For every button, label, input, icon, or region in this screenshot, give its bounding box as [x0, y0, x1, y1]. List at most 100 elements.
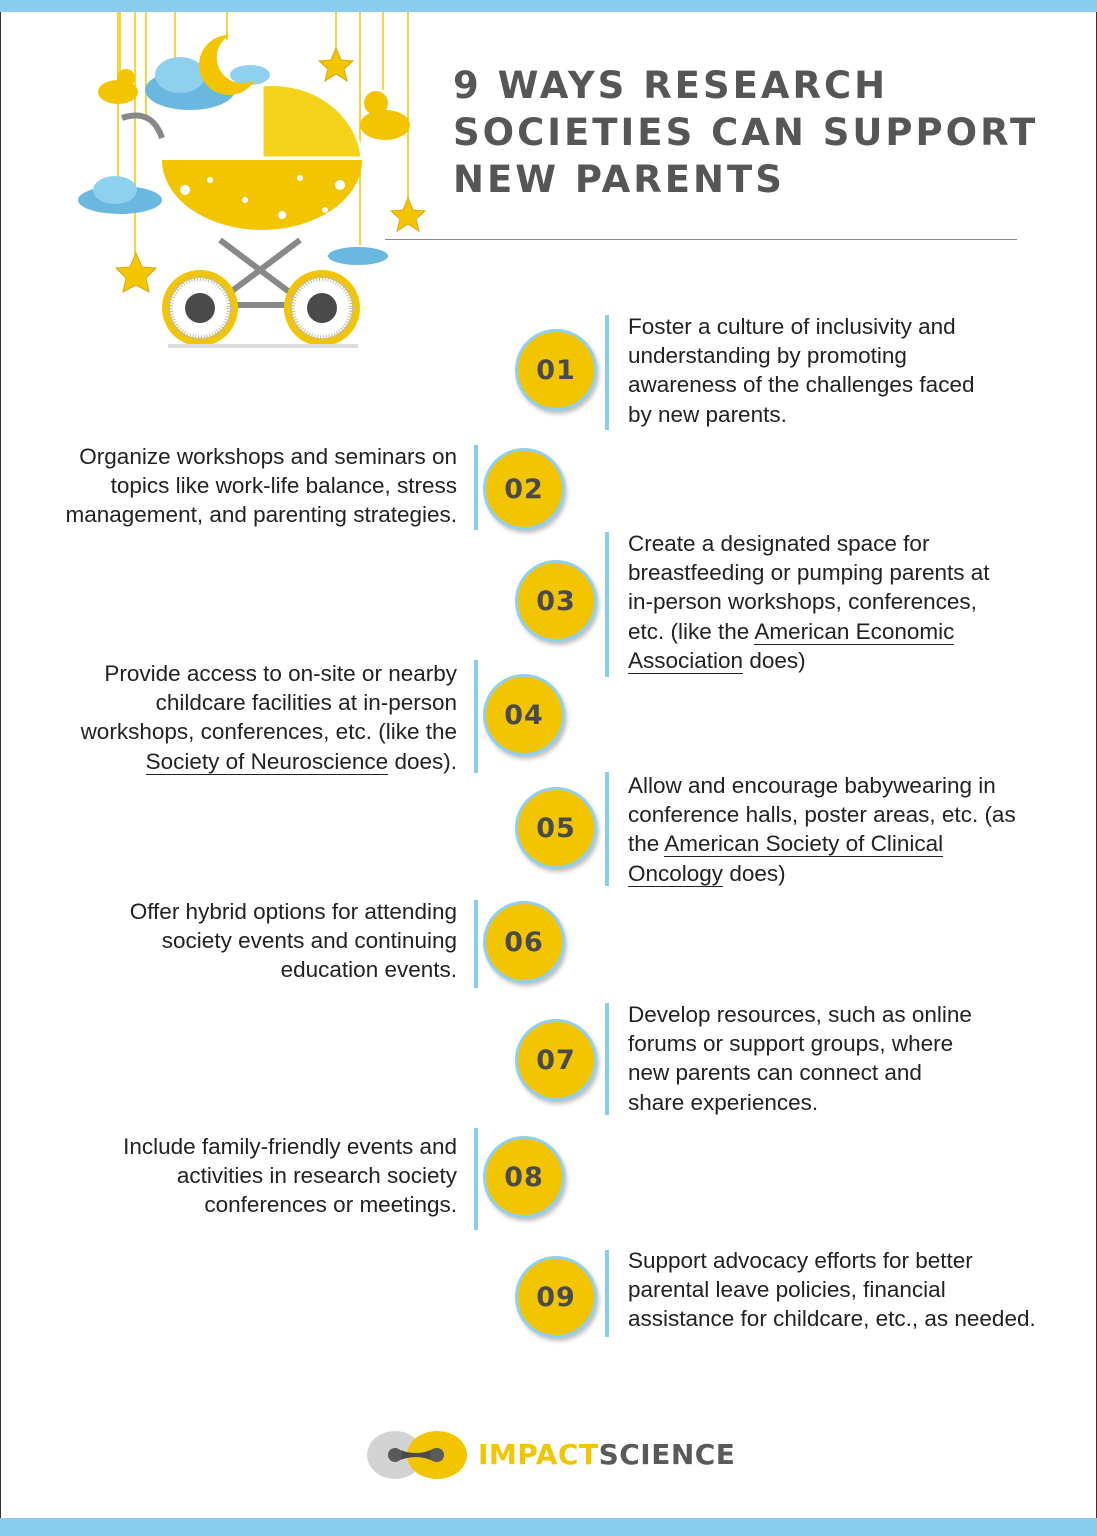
- step-text-line: society events and continuing: [130, 926, 457, 955]
- step-text-line: conferences or meetings.: [123, 1190, 457, 1219]
- text-segment: conferences or meetings.: [204, 1192, 457, 1218]
- step-text-line: Association does): [628, 646, 989, 675]
- reference-link[interactable]: American Economic: [754, 618, 955, 645]
- brand-science: SCIENCE: [598, 1438, 736, 1471]
- text-segment: breastfeeding or pumping parents at: [628, 560, 990, 586]
- connector-line: [605, 772, 609, 886]
- step-text-line: in-person workshops, conferences,: [628, 587, 989, 616]
- text-segment: workshops, conferences, etc. (like the: [80, 719, 457, 745]
- top-bar: [0, 0, 1097, 12]
- step-text-line: awareness of the challenges faced: [628, 370, 974, 399]
- step-text-line: forums or support groups, where: [628, 1029, 972, 1058]
- connector-line: [605, 1003, 609, 1115]
- step-number-badge: 03: [515, 560, 597, 642]
- step-text-line: the American Society of Clinical: [628, 829, 1016, 858]
- text-segment: share experiences.: [628, 1089, 819, 1115]
- text-segment: Offer hybrid options for attending: [129, 899, 457, 924]
- step-text-line: Provide access to on-site or nearby: [81, 659, 457, 688]
- text-segment: does).: [388, 748, 457, 774]
- step-text-line: by new parents.: [628, 400, 974, 429]
- connector-line: [474, 445, 478, 530]
- step-text-line: activities in research society: [123, 1161, 457, 1190]
- step-text-line: share experiences.: [628, 1088, 972, 1117]
- step-text-line: understanding by promoting: [628, 341, 974, 370]
- reference-link[interactable]: Association: [628, 647, 744, 674]
- step-text-line: conference halls, poster areas, etc. (as: [628, 800, 1016, 829]
- text-segment: society events and continuing: [161, 928, 457, 954]
- text-segment: parental leave policies, financial: [628, 1277, 946, 1303]
- step-text: Offer hybrid options for attending societ…: [130, 897, 457, 985]
- step-text-line: assistance for childcare, etc., as neede…: [628, 1304, 1036, 1333]
- step-text-line: Oncology does): [628, 859, 1016, 888]
- brand-name: IMPACTSCIENCE: [478, 1438, 735, 1471]
- impact-science-logo-icon: [367, 1431, 467, 1479]
- stroller-illustration: [78, 12, 427, 348]
- text-segment: Create a designated space for: [628, 531, 930, 556]
- step-text-line: Create a designated space for: [628, 529, 989, 558]
- step-text-line: Society of Neuroscience does).: [81, 747, 457, 776]
- step-number-badge: 09: [515, 1256, 597, 1338]
- step-text-line: Allow and encourage babywearing in: [628, 771, 1016, 800]
- step-number-badge: 04: [483, 674, 565, 756]
- reference-link[interactable]: Society of Neuroscience: [145, 748, 389, 775]
- text-segment: Support advocacy efforts for better: [628, 1248, 973, 1273]
- step-text-line: Foster a culture of inclusivity and: [628, 312, 974, 341]
- step-number-badge: 07: [515, 1019, 597, 1101]
- step-text-line: education events.: [130, 955, 457, 984]
- step-number-badge: 05: [515, 787, 597, 869]
- connector-line: [605, 315, 609, 430]
- connector-line: [605, 1250, 609, 1337]
- step-text-line: Organize workshops and seminars on: [66, 442, 457, 471]
- title-line: 9 WAYS RESEARCH: [453, 64, 889, 107]
- bottom-bar: [0, 1518, 1097, 1536]
- step-text-line: childcare facilities at in-person: [81, 688, 457, 717]
- step-text: Support advocacy efforts for better paren…: [628, 1246, 1036, 1334]
- step-text-line: new parents can connect and: [628, 1058, 972, 1087]
- text-segment: topics like work-life balance, stress: [110, 473, 457, 499]
- step-number-badge: 02: [483, 448, 565, 530]
- text-segment: in-person workshops, conferences,: [628, 589, 977, 615]
- text-segment: does): [743, 647, 806, 673]
- step-number-badge: 06: [483, 901, 565, 983]
- text-segment: understanding by promoting: [628, 343, 907, 369]
- reference-link[interactable]: Oncology: [628, 860, 724, 887]
- title-line: NEW PARENTS: [453, 158, 785, 201]
- step-text-line: topics like work-life balance, stress: [66, 471, 457, 500]
- connector-line: [474, 900, 478, 988]
- title-divider: [385, 239, 1017, 240]
- step-text-line: breastfeeding or pumping parents at: [628, 558, 989, 587]
- connector-line: [474, 660, 478, 773]
- title-line: SOCIETIES CAN SUPPORT: [453, 111, 1039, 154]
- text-segment: awareness of the challenges faced: [628, 372, 975, 398]
- text-segment: Allow and encourage babywearing in: [628, 773, 996, 798]
- step-text-line: Offer hybrid options for attending: [130, 897, 457, 926]
- connector-line: [474, 1128, 478, 1230]
- page-title: 9 WAYS RESEARCH SOCIETIES CAN SUPPORT NE…: [453, 62, 1038, 203]
- text-segment: the: [628, 831, 665, 857]
- step-text-line: parental leave policies, financial: [628, 1275, 1036, 1304]
- step-number-badge: 01: [515, 329, 597, 411]
- text-segment: education events.: [280, 957, 457, 983]
- text-segment: forums or support groups, where: [628, 1031, 954, 1057]
- step-text-line: Include family-friendly events and: [123, 1132, 457, 1161]
- step-text: Create a designated space for breastfeedi…: [628, 529, 989, 675]
- step-text-line: etc. (like the American Economic: [628, 617, 989, 646]
- text-segment: Provide access to on-site or nearby: [104, 661, 457, 686]
- text-segment: Include family-friendly events and: [123, 1134, 457, 1159]
- step-text-line: management, and parenting strategies.: [66, 500, 458, 529]
- reference-link[interactable]: American Society of Clinical: [664, 831, 944, 858]
- text-segment: Foster a culture of inclusivity and: [628, 314, 956, 339]
- text-segment: new parents can connect and: [628, 1060, 922, 1086]
- text-segment: management, and parenting strategies.: [65, 502, 458, 528]
- step-text-line: workshops, conferences, etc. (like the: [81, 717, 457, 746]
- step-text: Foster a culture of inclusivity and under…: [628, 312, 974, 429]
- brand-impact: IMPACT: [478, 1438, 599, 1471]
- step-text-line: Support advocacy efforts for better: [628, 1246, 1036, 1275]
- text-segment: Organize workshops and seminars on: [79, 444, 457, 469]
- step-number-badge: 08: [483, 1136, 565, 1218]
- step-text-line: Develop resources, such as online: [628, 1000, 972, 1029]
